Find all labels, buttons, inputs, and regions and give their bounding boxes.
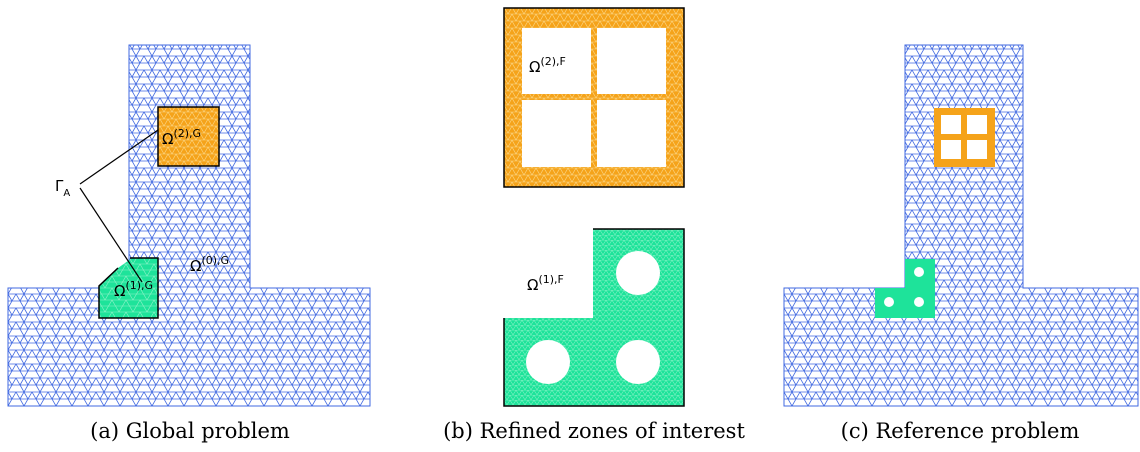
label-omega-2-fine: Ω(2),F <box>529 55 566 76</box>
caption-b: (b) Refined zones of interest <box>443 419 745 443</box>
window-pane-top-right <box>597 28 666 94</box>
label-omega-0-global: Ω(0),G <box>190 254 229 275</box>
zone-1-fine: Ω(1),F <box>503 228 685 407</box>
zone-2-reference <box>934 108 995 167</box>
window-pane-bottom-right <box>597 100 666 167</box>
caption-a: (a) Global problem <box>90 419 290 443</box>
hole-bottom-right <box>616 340 660 384</box>
gamma-pointer-upper <box>79 129 159 185</box>
label-gamma-a: ΓA <box>55 177 70 199</box>
reference-domain-mesh <box>783 44 1139 407</box>
global-domain-mesh <box>7 44 371 407</box>
label-omega-2-global: Ω(2),G <box>162 127 201 148</box>
gamma-pointer-lower <box>79 187 143 283</box>
zone-2-global <box>157 106 220 167</box>
window-pane-bottom-left <box>522 100 591 167</box>
window-pane-top-left <box>522 28 591 94</box>
caption-c: (c) Reference problem <box>841 419 1080 443</box>
zone-1-global-outline <box>98 257 159 319</box>
hole-bottom-left <box>526 340 570 384</box>
panel-c: (c) Reference problem <box>783 44 1139 443</box>
label-omega-1-fine: Ω(1),F <box>527 273 564 294</box>
zone-1-reference <box>875 259 935 318</box>
hole-top-right <box>616 251 660 295</box>
zone-2-fine: Ω(2),F <box>503 7 685 188</box>
panel-a: Ω(2),G Ω(1),G Ω(0),G ΓA (a) Global probl… <box>7 44 371 443</box>
label-omega-1-global: Ω(1),G <box>114 279 153 300</box>
panel-b: Ω(2),F Ω(1),F (b) Refined zones of inter… <box>443 7 745 443</box>
